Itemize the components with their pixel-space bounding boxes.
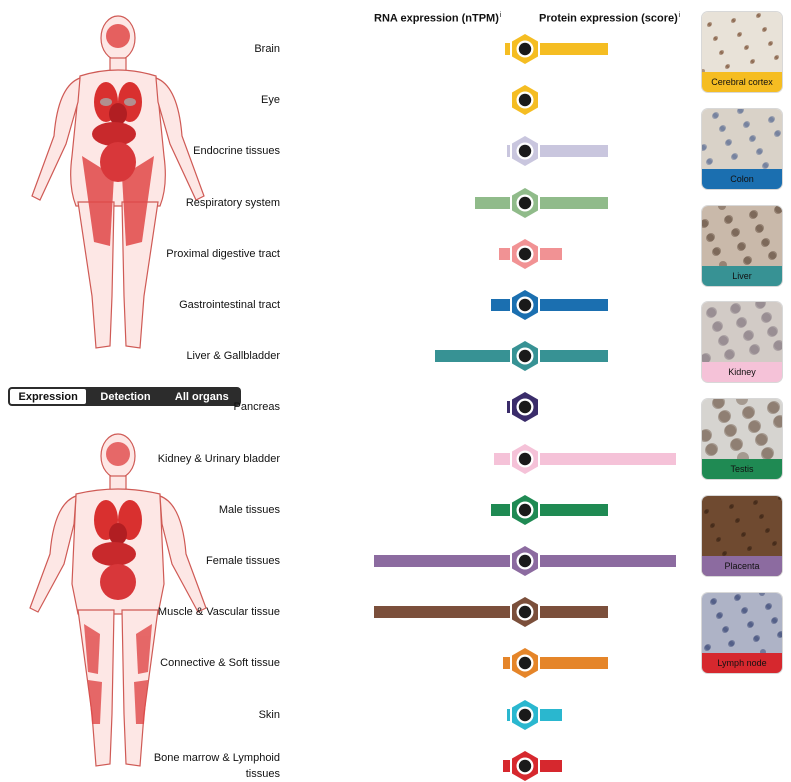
protein-expression-bar	[540, 657, 608, 670]
skin-icon[interactable]	[510, 699, 540, 731]
organ-row[interactable]: Endocrine tissues	[0, 131, 700, 171]
protein-expression-bar	[540, 196, 608, 209]
protein-expression-bar	[540, 43, 608, 55]
tissue-caption: Cerebral cortex	[702, 72, 782, 92]
tissue-thumbnail[interactable]: Placenta	[702, 496, 782, 576]
protein-expression-bar	[540, 503, 608, 516]
tissue-caption: Testis	[702, 459, 782, 480]
rna-expression-bar	[503, 657, 510, 670]
organ-label[interactable]: Bone marrow & Lymphoid tissues	[153, 751, 280, 780]
male-icon[interactable]	[510, 494, 540, 526]
organ-row[interactable]: Skin	[0, 695, 700, 735]
tissue-caption: Colon	[702, 168, 782, 189]
view-mode-toggle: Expression Detection All organs	[8, 387, 241, 406]
rna-expression-bar	[505, 43, 510, 55]
protein-expression-bar	[540, 606, 608, 619]
toggle-expression[interactable]: Expression	[9, 388, 88, 405]
thyroid-icon[interactable]	[510, 135, 540, 167]
organ-label[interactable]: Connective & Soft tissue	[160, 657, 280, 670]
eye-icon[interactable]	[510, 84, 540, 116]
head-icon[interactable]	[510, 238, 540, 270]
rna-header-text: RNA expression (nTPM)	[374, 12, 499, 25]
protein-expression-bar	[540, 145, 608, 158]
female-body-figure[interactable]	[18, 6, 218, 366]
organ-row[interactable]: Bone marrow & Lymphoid tissues	[0, 746, 700, 782]
organ-label[interactable]: Eye	[261, 94, 280, 107]
toggle-all-organs[interactable]: All organs	[174, 390, 229, 403]
rna-expression-bar	[494, 452, 510, 465]
pancreas-icon[interactable]	[510, 391, 540, 423]
tissue-caption: Liver	[702, 265, 782, 286]
rna-expression-bar	[374, 606, 510, 619]
rna-expression-bar	[503, 759, 510, 772]
stomach-icon[interactable]	[510, 289, 540, 321]
rna-expression-bar	[491, 299, 510, 311]
protein-expression-bar	[540, 299, 608, 311]
rna-expression-bar	[507, 145, 510, 158]
organ-row[interactable]: Muscle & Vascular tissue	[0, 592, 700, 632]
organ-row[interactable]: Eye	[0, 80, 700, 120]
organ-row[interactable]: Kidney & Urinary bladder	[0, 439, 700, 479]
organ-label[interactable]: Pancreas	[233, 401, 280, 414]
rna-info-icon[interactable]: i	[499, 12, 502, 19]
tissue-thumbnail[interactable]: Lymph node	[702, 592, 782, 673]
liver-icon[interactable]	[510, 340, 540, 372]
organ-label[interactable]: Muscle & Vascular tissue	[157, 606, 280, 619]
rna-expression-bar	[507, 708, 510, 721]
organ-label[interactable]: Gastrointestinal tract	[179, 299, 280, 311]
rna-expression-bar	[499, 247, 510, 260]
organ-row[interactable]: Connective & Soft tissue	[0, 643, 700, 683]
organ-row[interactable]: Proximal digestive tract	[0, 234, 700, 274]
brain-icon[interactable]	[510, 33, 540, 65]
rna-expression-header: RNA expression (nTPM)i	[374, 12, 501, 25]
rna-expression-bar	[475, 196, 510, 209]
organ-row[interactable]: Pancreas	[0, 387, 700, 427]
organ-row[interactable]: Male tissues	[0, 490, 700, 530]
lungs-icon[interactable]	[510, 187, 540, 219]
protein-header-text: Protein expression (score)	[539, 12, 678, 25]
toggle-detection[interactable]: Detection	[100, 390, 151, 403]
organ-row[interactable]: Liver & Gallbladder	[0, 336, 700, 376]
tissue-thumbnail[interactable]: Colon	[702, 108, 782, 189]
uterus-icon[interactable]	[510, 545, 540, 577]
tissue-caption: Lymph node	[702, 652, 782, 673]
protein-expression-bar	[540, 708, 562, 721]
kidney-icon[interactable]	[510, 443, 540, 475]
organ-label[interactable]: Skin	[258, 708, 280, 721]
protein-expression-bar	[540, 555, 676, 567]
lymph-icon[interactable]	[510, 750, 540, 782]
organ-label[interactable]: Brain	[254, 43, 280, 55]
organ-label[interactable]: Liver & Gallbladder	[186, 350, 280, 363]
rna-expression-bar	[435, 350, 510, 363]
organ-row[interactable]: Female tissues	[0, 541, 700, 581]
protein-expression-bar	[540, 247, 562, 260]
rna-expression-bar	[491, 503, 510, 516]
protein-expression-header: Protein expression (score)i	[539, 12, 680, 25]
protein-expression-bar	[540, 452, 676, 465]
organ-label[interactable]: Endocrine tissues	[193, 145, 280, 158]
organ-label[interactable]: Respiratory system	[185, 196, 280, 209]
protein-expression-bar	[540, 759, 562, 772]
organ-label[interactable]: Kidney & Urinary bladder	[157, 452, 280, 465]
protein-expression-bar	[540, 350, 608, 363]
organ-row[interactable]: Brain	[0, 29, 700, 69]
adipose-icon[interactable]	[510, 647, 540, 679]
rna-expression-bar	[507, 401, 510, 414]
male-body-figure[interactable]	[18, 424, 218, 782]
organ-label[interactable]: Proximal digestive tract	[166, 247, 280, 260]
organ-label[interactable]: Male tissues	[218, 503, 280, 516]
organ-row[interactable]: Respiratory system	[0, 183, 700, 223]
tissue-caption: Kidney	[702, 362, 782, 383]
tissue-caption: Placenta	[702, 556, 782, 576]
tissue-thumbnail[interactable]: Kidney	[702, 302, 782, 383]
organ-label[interactable]: Female tissues	[206, 555, 280, 567]
tissue-thumbnail[interactable]: Liver	[702, 205, 782, 286]
organ-row[interactable]: Gastrointestinal tract	[0, 285, 700, 325]
rna-expression-bar	[374, 555, 510, 567]
heart-icon[interactable]	[510, 596, 540, 628]
tissue-thumbnail[interactable]: Cerebral cortex	[702, 12, 782, 92]
tissue-thumbnail[interactable]: Testis	[702, 399, 782, 480]
protein-info-icon[interactable]: i	[678, 12, 681, 19]
